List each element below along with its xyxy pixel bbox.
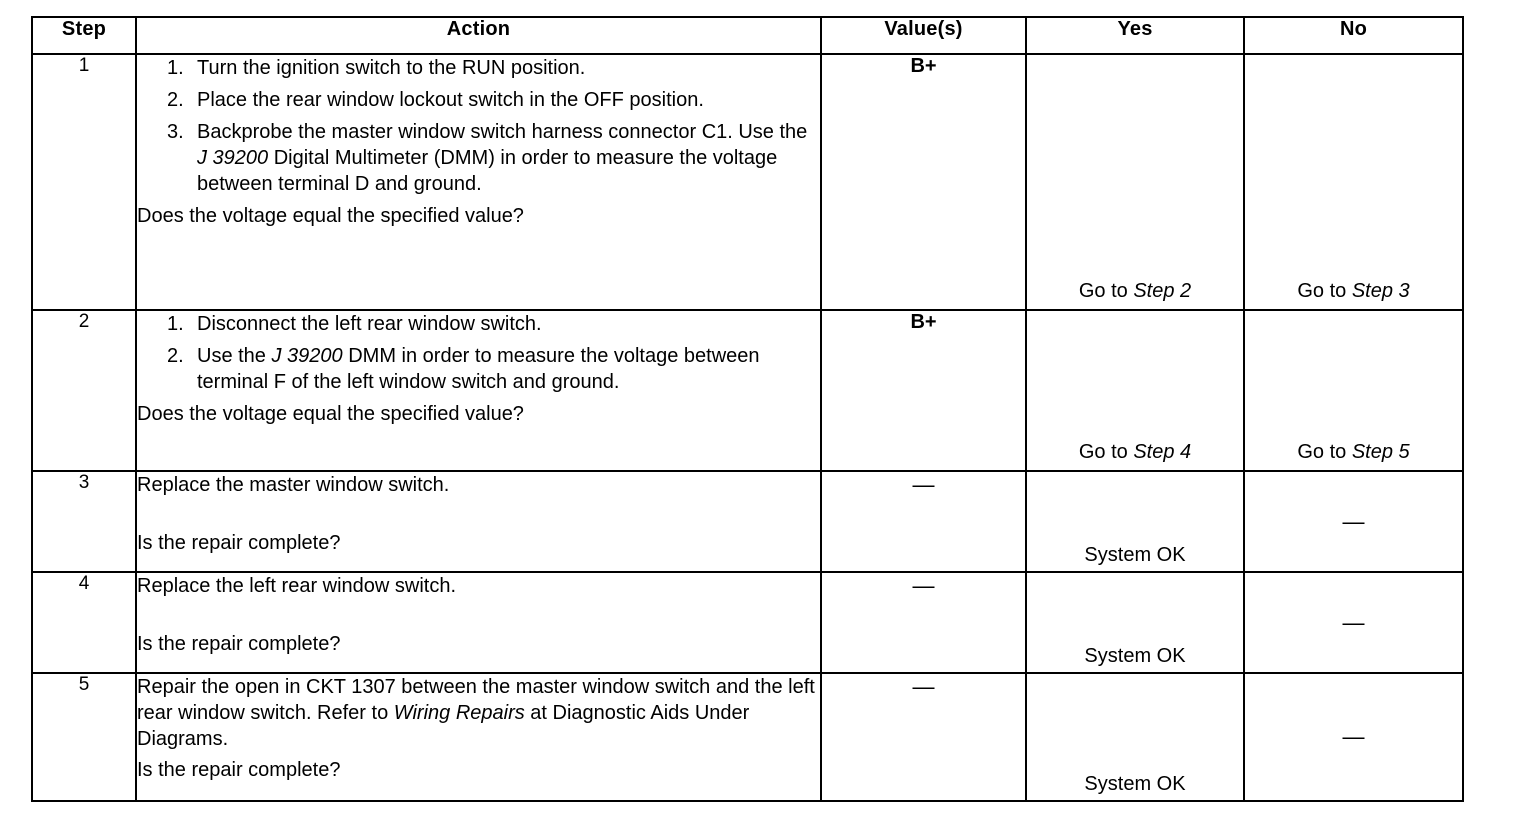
step-number: 1 [31, 53, 137, 311]
tool-designation: J 39200 [271, 345, 343, 367]
list-item: 3. Backprobe the master window switch ha… [137, 119, 820, 197]
no-result: — [1342, 724, 1365, 749]
action-question: Is the repair complete? [137, 633, 341, 655]
no-result: Go to Step 3 [1297, 280, 1410, 302]
list-item-number: 2. [167, 89, 184, 111]
list-item-number: 1. [167, 313, 184, 335]
diagnostic-step-table: Step Action Value(s) Yes No 1 1. Turn th… [31, 16, 1464, 802]
list-item-text: Disconnect the left rear window switch. [197, 313, 542, 335]
action-statement-block: Replace the left rear window switch. Is … [137, 573, 820, 657]
value-cell: B+ [820, 309, 1027, 472]
column-header-values: Value(s) [820, 16, 1027, 55]
action-question: Does the voltage equal the specified val… [137, 403, 524, 425]
list-item-number: 1. [167, 57, 184, 79]
value-cell: — [820, 672, 1027, 802]
action-cell: 1. Disconnect the left rear window switc… [135, 309, 822, 472]
yes-result: System OK [1084, 773, 1186, 795]
step-number: 3 [31, 470, 137, 573]
step-reference: Step 5 [1351, 441, 1410, 463]
no-cell: — [1243, 470, 1464, 573]
column-header-step: Step [31, 16, 137, 55]
no-cell: Go to Step 5 [1243, 309, 1464, 472]
table-row: 5 Repair the open in CKT 1307 between th… [31, 672, 1464, 802]
tool-designation: J 39200 [197, 147, 269, 169]
yes-result: System OK [1084, 645, 1186, 667]
list-item: 1. Turn the ignition switch to the RUN p… [137, 55, 820, 81]
header-row: Step Action Value(s) Yes No [31, 16, 1464, 55]
step-number: 5 [31, 672, 137, 802]
reference-title: Wiring Repairs [393, 702, 525, 724]
column-header-no: No [1243, 16, 1464, 55]
table-row: 2 1. Disconnect the left rear window swi… [31, 309, 1464, 472]
table-row: 1 1. Turn the ignition switch to the RUN… [31, 53, 1464, 311]
action-cell: Replace the master window switch. Is the… [135, 470, 822, 573]
list-item-text: Use the J 39200 DMM in order to measure … [197, 345, 760, 393]
step-number: 4 [31, 571, 137, 674]
step-reference: Step 2 [1133, 280, 1192, 302]
action-list: 1. Disconnect the left rear window switc… [137, 311, 820, 395]
no-cell: Go to Step 3 [1243, 53, 1464, 311]
list-item-text: Backprobe the master window switch harne… [197, 121, 808, 195]
column-header-yes: Yes [1025, 16, 1245, 55]
value-cell: — [820, 470, 1027, 573]
action-statement: Replace the left rear window switch. [137, 575, 457, 597]
table-body: 1 1. Turn the ignition switch to the RUN… [31, 53, 1464, 802]
no-cell: — [1243, 672, 1464, 802]
yes-cell: System OK [1025, 672, 1245, 802]
value-cell: — [820, 571, 1027, 674]
list-item-text: Turn the ignition switch to the RUN posi… [197, 57, 586, 79]
yes-result: System OK [1084, 544, 1186, 566]
action-statement-block: Replace the master window switch. Is the… [137, 472, 820, 556]
action-question: Does the voltage equal the specified val… [137, 205, 524, 227]
action-list: 1. Turn the ignition switch to the RUN p… [137, 55, 820, 197]
no-result: Go to Step 5 [1297, 441, 1410, 463]
list-item-number: 3. [167, 121, 184, 143]
action-question: Is the repair complete? [137, 532, 341, 554]
list-item-text: Place the rear window lockout switch in … [197, 89, 704, 111]
yes-cell: System OK [1025, 470, 1245, 573]
action-cell: 1. Turn the ignition switch to the RUN p… [135, 53, 822, 311]
yes-cell: Go to Step 2 [1025, 53, 1245, 311]
value-cell: B+ [820, 53, 1027, 311]
step-reference: Step 3 [1351, 280, 1410, 302]
action-question: Is the repair complete? [137, 759, 341, 781]
table-row: 3 Replace the master window switch. Is t… [31, 470, 1464, 573]
action-cell: Replace the left rear window switch. Is … [135, 571, 822, 674]
yes-result: Go to Step 2 [1078, 280, 1192, 302]
action-statement: Replace the master window switch. [137, 474, 450, 496]
no-result: — [1342, 508, 1365, 534]
step-number: 2 [31, 309, 137, 472]
table-header: Step Action Value(s) Yes No [31, 16, 1464, 55]
list-item-number: 2. [167, 345, 184, 367]
no-result: — [1342, 609, 1365, 635]
yes-cell: Go to Step 4 [1025, 309, 1245, 472]
column-header-action: Action [135, 16, 822, 55]
no-cell: — [1243, 571, 1464, 674]
list-item: 1. Disconnect the left rear window switc… [137, 311, 820, 337]
yes-result: Go to Step 4 [1078, 441, 1192, 463]
list-item: 2. Place the rear window lockout switch … [137, 87, 820, 113]
action-cell: Repair the open in CKT 1307 between the … [135, 672, 822, 802]
action-paragraph: Repair the open in CKT 1307 between the … [137, 676, 815, 750]
step-reference: Step 4 [1133, 441, 1192, 463]
table-row: 4 Replace the left rear window switch. I… [31, 571, 1464, 674]
list-item: 2. Use the J 39200 DMM in order to measu… [137, 343, 820, 395]
yes-cell: System OK [1025, 571, 1245, 674]
